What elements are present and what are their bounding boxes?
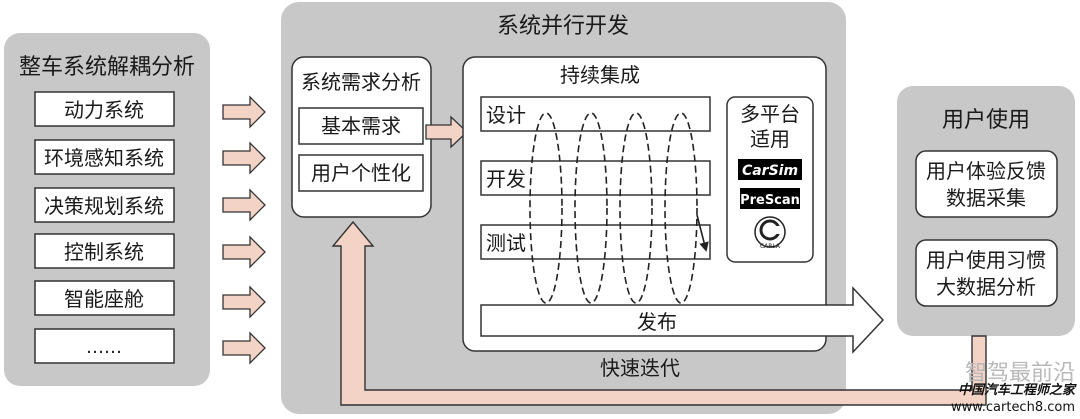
flow-arrow-icon [222, 95, 266, 129]
decoupling-item-control: 控制系统 [34, 233, 175, 269]
flow-arrow-icon [222, 235, 266, 269]
platforms-title-2: 适用 [750, 127, 790, 151]
prescan-logo: PreScan [740, 188, 800, 209]
decoupling-item-label: 控制系统 [64, 240, 144, 264]
watermark-line1: 智驾最前沿 [965, 361, 1075, 386]
ci-title: 持续集成 [560, 63, 640, 87]
usage-item-line2: 数据采集 [946, 186, 1026, 210]
decoupling-item-label: 决策规划系统 [44, 194, 164, 218]
usage-item-line1: 用户体验反馈 [926, 159, 1046, 183]
decoupling-item-perception: 环境感知系统 [34, 139, 175, 175]
watermark-line2: 中国汽车工程师之家 [958, 382, 1077, 398]
ci-stage-test: 测试 [480, 224, 711, 260]
decoupling-title: 整车系统解耦分析 [19, 55, 195, 80]
usage-item-line1: 用户使用习惯 [926, 248, 1046, 272]
usage-item-line2: 大数据分析 [936, 275, 1036, 299]
requirement-label: 用户个性化 [311, 161, 411, 185]
requirement-basic: 基本需求 [298, 107, 424, 145]
decoupling-item-more: …… [34, 328, 175, 364]
decoupling-item-planning: 决策规划系统 [34, 187, 175, 223]
release-arrow: 发布 [480, 286, 885, 354]
flow-arrow-icon [222, 188, 266, 222]
ci-stage-label: 开发 [486, 167, 526, 191]
watermark-line3: www.cartech8.com [951, 400, 1075, 415]
platforms-title-1: 多平台 [740, 102, 800, 126]
feedback-loop-arrow [331, 220, 987, 406]
decoupling-item-label: …… [86, 337, 122, 358]
carla-logo-icon: CARLA [754, 216, 786, 250]
decoupling-item-label: 智能座舱 [64, 287, 144, 311]
watermark: 智驾最前沿 中国汽车工程师之家 www.cartech8.com [951, 361, 1077, 415]
usage-item-bigdata: 用户使用习惯 大数据分析 [915, 239, 1058, 307]
parallel-title: 系统并行开发 [497, 14, 629, 39]
ci-stage-label: 测试 [486, 231, 526, 255]
carla-logo-text: CARLA [760, 243, 781, 250]
usage-item-feedback: 用户体验反馈 数据采集 [915, 150, 1058, 218]
decoupling-item-label: 环境感知系统 [44, 146, 164, 170]
flow-arrow-icon [222, 285, 266, 319]
iteration-label: 快速迭代 [600, 356, 680, 380]
carsim-logo: CarSim [738, 159, 802, 180]
requirement-label: 基本需求 [321, 114, 401, 138]
flow-arrow-icon [425, 115, 468, 149]
ci-stage-label: 设计 [486, 103, 526, 127]
flow-arrow-icon [222, 331, 266, 365]
requirement-personalized: 用户个性化 [298, 154, 424, 192]
carsim-logo-text: CarSim [742, 163, 798, 179]
decoupling-item-cockpit: 智能座舱 [34, 280, 175, 316]
ci-stage-design: 设计 [480, 96, 711, 132]
release-label: 发布 [637, 310, 677, 334]
iteration-spiral [529, 112, 709, 304]
decoupling-item-power: 动力系统 [34, 91, 175, 127]
flow-arrow-icon [222, 141, 266, 175]
ci-stage-develop: 开发 [480, 160, 711, 196]
usage-title: 用户使用 [942, 108, 1030, 133]
prescan-logo-text: PreScan [740, 193, 800, 208]
requirements-title: 系统需求分析 [301, 70, 421, 94]
decoupling-item-label: 动力系统 [64, 98, 144, 122]
